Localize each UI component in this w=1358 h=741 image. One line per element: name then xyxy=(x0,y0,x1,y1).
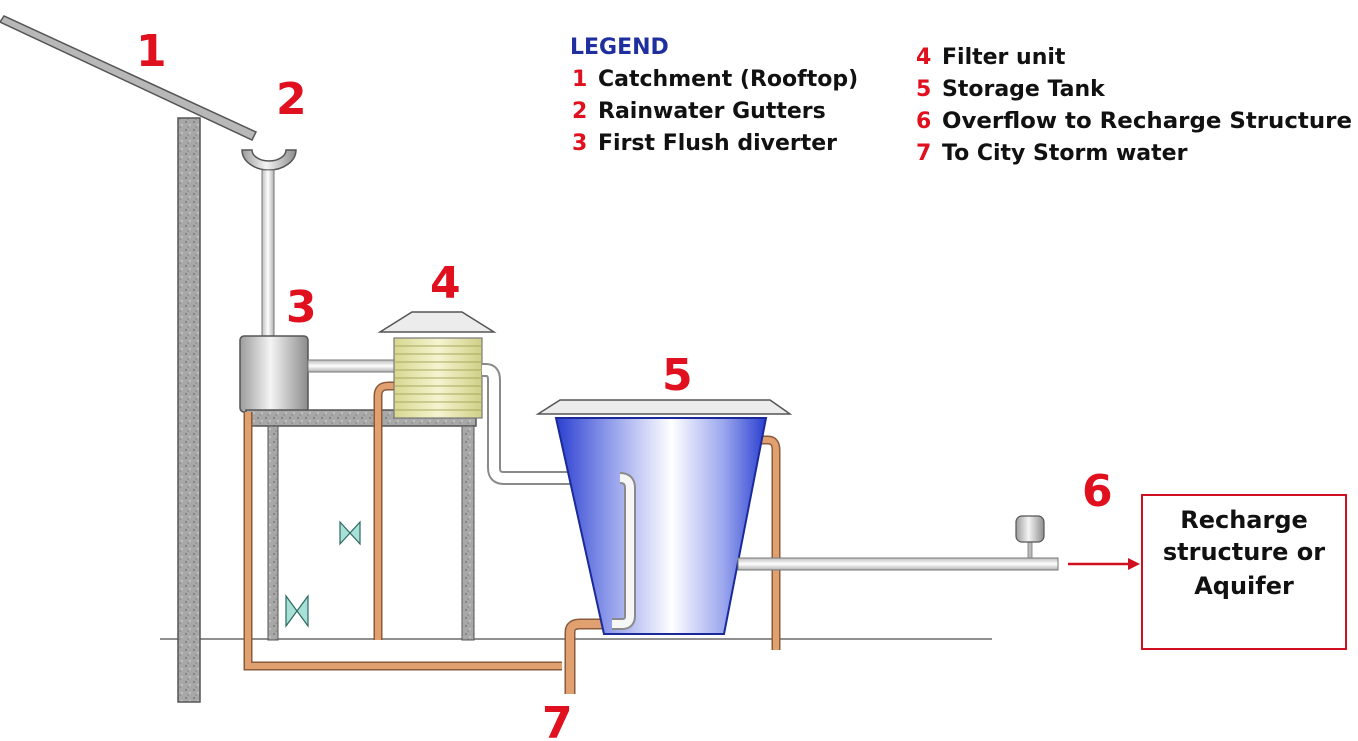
first-flush-diverter xyxy=(239,335,309,413)
arrow-head-icon xyxy=(1128,558,1140,570)
marker-5: 5 xyxy=(662,350,693,401)
svg-text:Filter unit: Filter unit xyxy=(942,45,1066,70)
svg-text:Storage Tank: Storage Tank xyxy=(942,77,1106,102)
recharge-line-1: Recharge xyxy=(1180,506,1308,534)
copper-pipe-filter-drain xyxy=(375,383,394,640)
marker-2: 2 xyxy=(276,74,307,125)
marker-6: 6 xyxy=(1082,466,1113,517)
legend-item: 7 To City Storm water xyxy=(916,141,1188,166)
svg-text:Overflow to Recharge Structure: Overflow to Recharge Structure xyxy=(942,109,1352,134)
valve-icon xyxy=(285,594,309,628)
svg-text:Catchment (Rooftop): Catchment (Rooftop) xyxy=(598,67,858,92)
platform-leg-left xyxy=(267,425,279,641)
tank-lid xyxy=(535,399,793,415)
building-wall xyxy=(177,117,201,703)
platform-leg-right xyxy=(461,425,475,641)
rooftop-catchment xyxy=(0,15,258,141)
downpipe xyxy=(261,169,275,337)
pipe-diverter-to-filter xyxy=(307,359,395,373)
recharge-structure-box xyxy=(1141,494,1347,650)
legend-item: 3 First Flush diverter xyxy=(572,131,837,156)
legend-item: 4 Filter unit xyxy=(916,45,1066,70)
svg-text:2: 2 xyxy=(572,99,587,124)
svg-text:First Flush diverter: First Flush diverter xyxy=(598,131,837,156)
filter-cover xyxy=(377,311,497,333)
copper-pipe-tank-overflow xyxy=(760,437,779,650)
tank-inlet-pipe xyxy=(612,474,634,628)
legend-item: 6 Overflow to Recharge Structure xyxy=(916,109,1352,134)
legend-item: 5 Storage Tank xyxy=(916,77,1106,102)
svg-text:3: 3 xyxy=(572,131,587,156)
svg-text:To City Storm water: To City Storm water xyxy=(942,141,1188,166)
marker-3: 3 xyxy=(286,282,317,333)
overflow-pipe xyxy=(737,557,1059,571)
svg-text:Rainwater Gutters: Rainwater Gutters xyxy=(598,99,826,124)
recharge-line-2: structure or xyxy=(1163,538,1325,566)
legend-item: 2 Rainwater Gutters xyxy=(572,99,826,124)
filter-stripes xyxy=(394,345,482,411)
svg-text:1: 1 xyxy=(572,67,587,92)
recharge-line-3: Aquifer xyxy=(1194,572,1294,600)
vent-cap xyxy=(1015,515,1045,543)
storage-tank xyxy=(554,417,768,635)
marker-7: 7 xyxy=(542,698,573,741)
copper-pipe-diverter-drain xyxy=(245,412,562,669)
copper-pipe-storm-water xyxy=(566,620,606,694)
legend-title: LEGEND xyxy=(570,35,669,60)
marker-1: 1 xyxy=(136,26,167,77)
marker-4: 4 xyxy=(430,258,461,309)
rain-gutter xyxy=(241,149,297,171)
vent-stem xyxy=(1027,539,1033,559)
legend-item: 1 Catchment (Rooftop) xyxy=(572,67,858,92)
valve-icon xyxy=(339,520,361,546)
svg-text:5: 5 xyxy=(916,77,931,102)
svg-text:4: 4 xyxy=(916,45,931,70)
svg-text:7: 7 xyxy=(916,141,931,166)
svg-text:6: 6 xyxy=(916,109,931,134)
